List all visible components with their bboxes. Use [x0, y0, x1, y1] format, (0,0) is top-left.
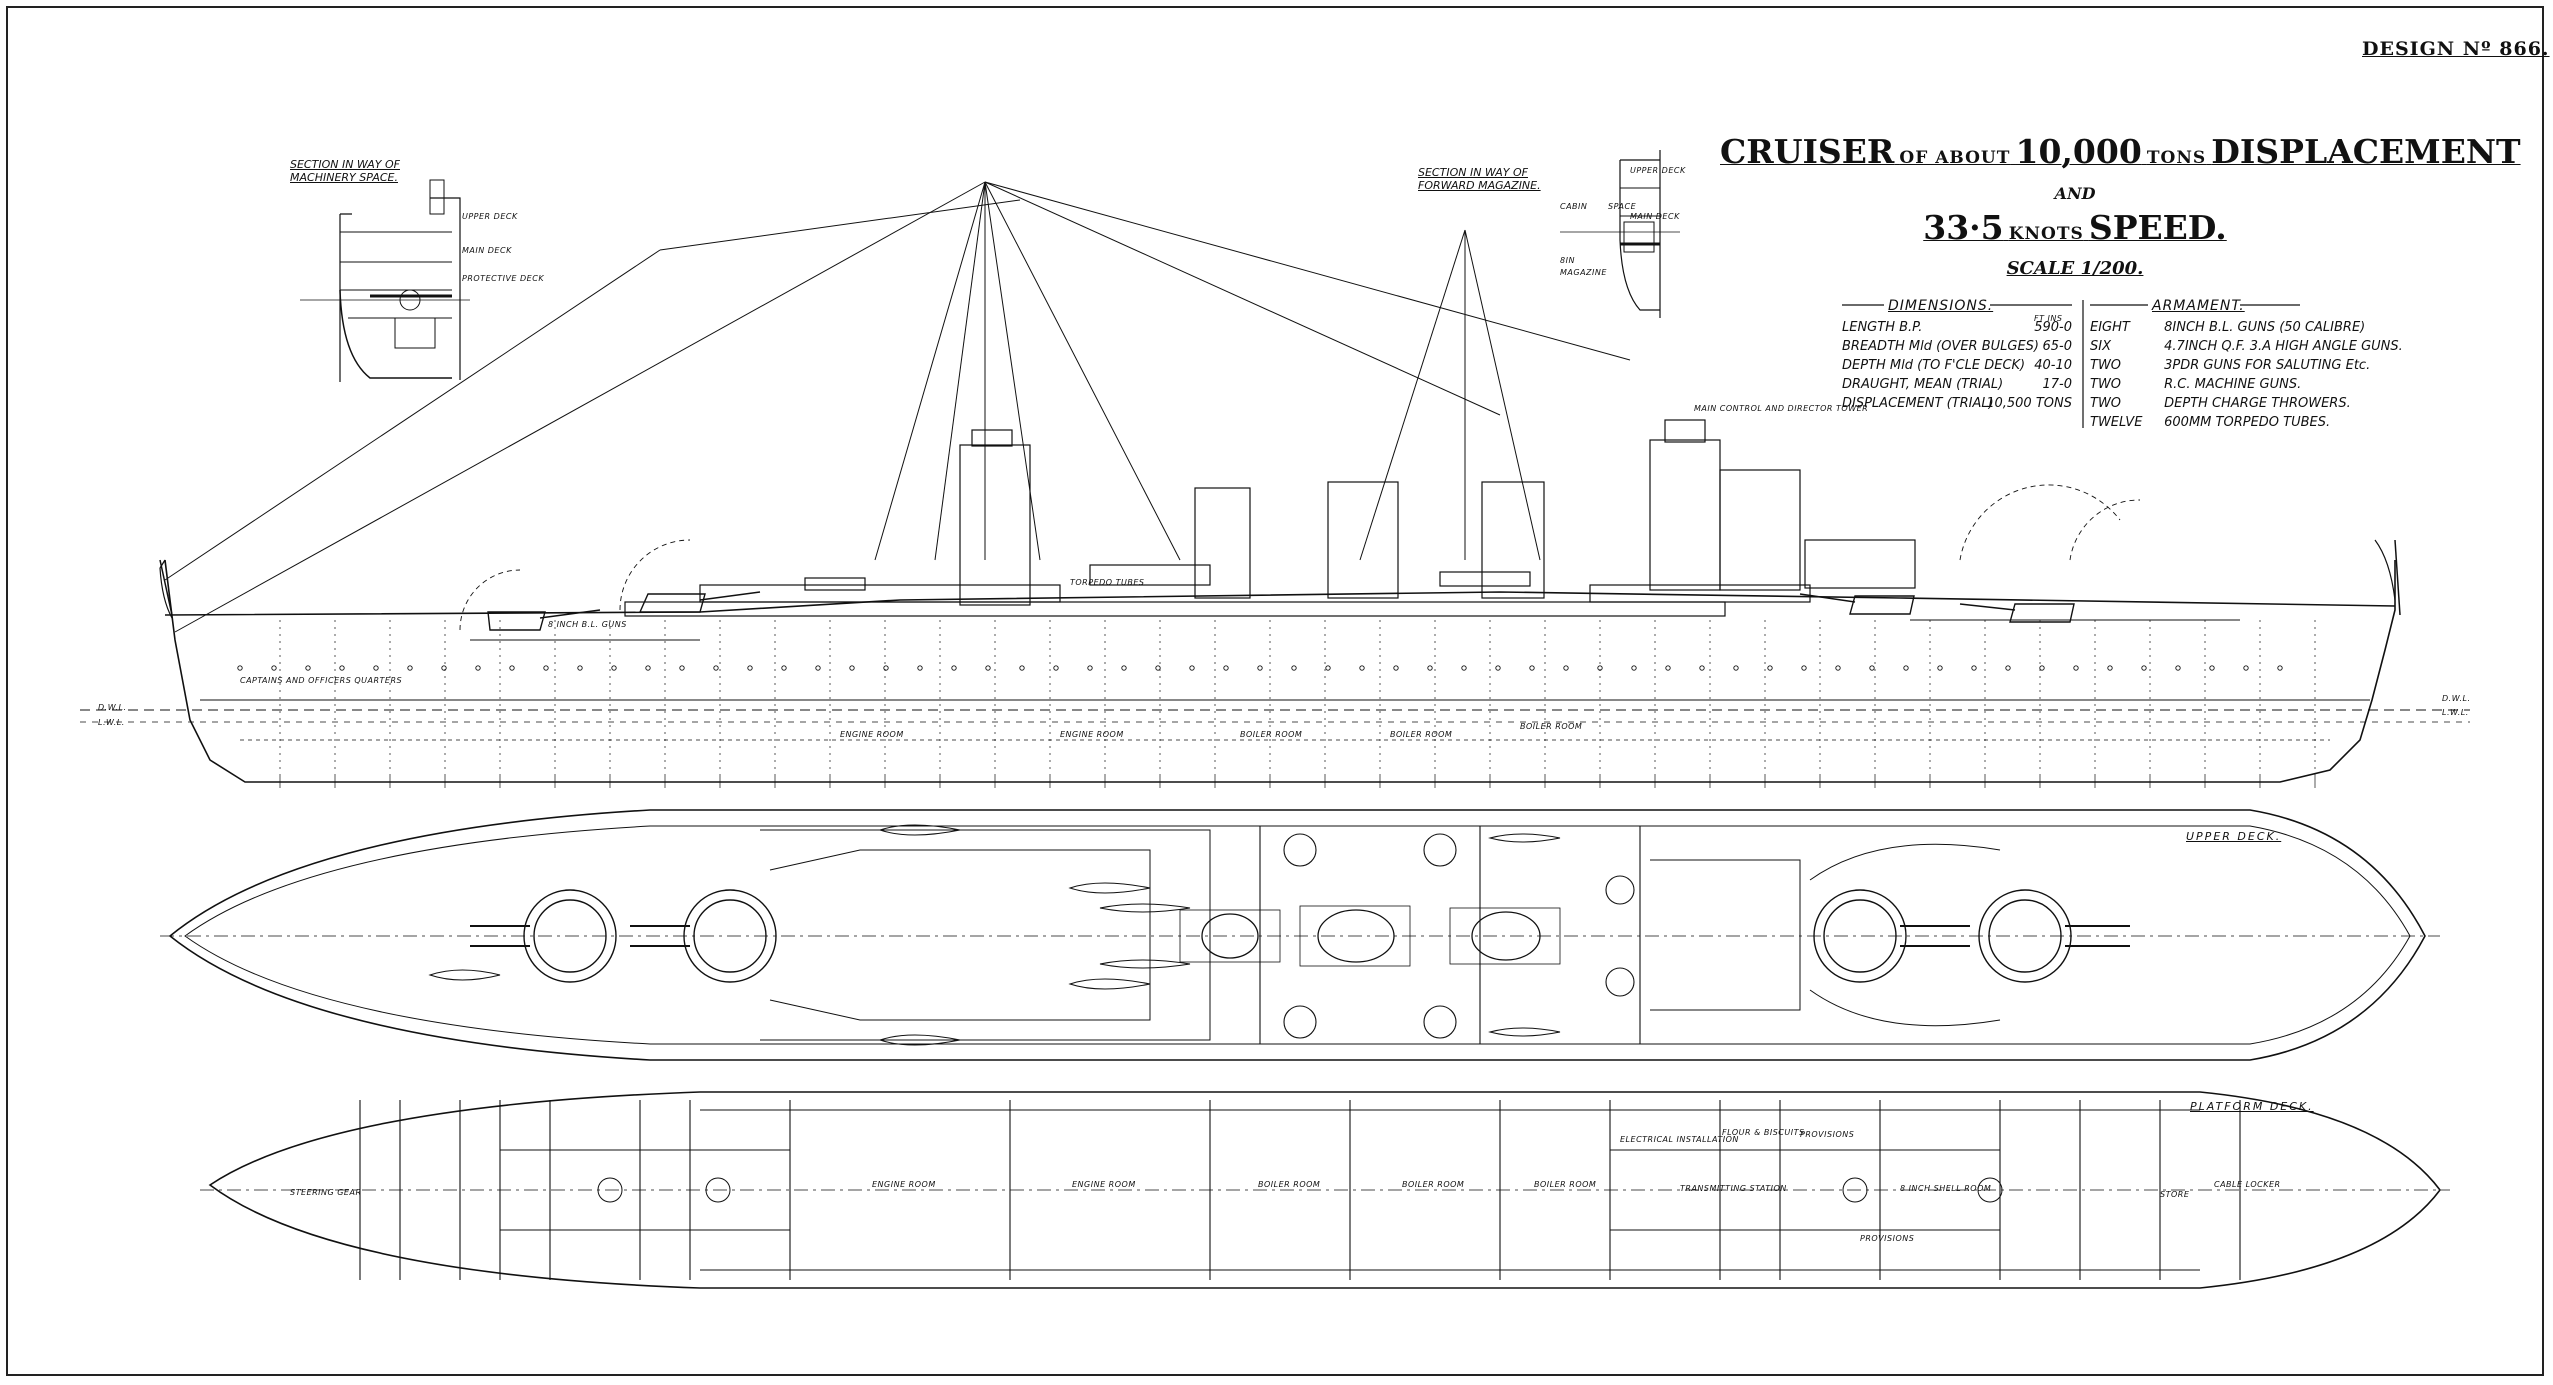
section-magazine-note-main: MAIN DECK [1630, 212, 1680, 221]
section-machinery-note-upper: UPPER DECK [462, 212, 518, 221]
drawing-border [6, 6, 2544, 1376]
title-word-cruiser: CRUISER [1720, 132, 1895, 171]
dimensions-row: DISPLACEMENT (TRIAL) 10,500 TONS [1842, 394, 2072, 413]
dimension-label: DISPLACEMENT (TRIAL) [1842, 396, 1994, 411]
dimension-value: 590-0 [2034, 320, 2072, 335]
profile-note-lwl-right: L.W.L. [2442, 708, 2469, 717]
title-and: AND [2054, 184, 2096, 203]
platform-room-flour: FLOUR & BISCUITS [1722, 1128, 1805, 1137]
title-line-1: CRUISER OF ABOUT 10,000 TONS DISPLACEMEN… [1720, 132, 2521, 171]
platform-room-provisions-2: PROVISIONS [1860, 1234, 1915, 1243]
profile-note-dwl-right: D.W.L. [2442, 694, 2471, 703]
title-word-of-about: OF ABOUT [1899, 148, 2011, 168]
armament-qty: TWO [2090, 358, 2122, 373]
armament-qty: SIX [2090, 339, 2111, 354]
section-magazine-note-space: SPACE [1608, 202, 1637, 211]
profile-note-dwl: D.W.L. [98, 703, 127, 712]
design-number: DESIGN Nº 866. [2362, 38, 2550, 60]
dimension-label: LENGTH B.P. [1842, 320, 1923, 335]
armament-qty: EIGHT [2090, 320, 2130, 335]
armament-desc: 8INCH B.L. GUNS (50 CALIBRE) [2164, 320, 2366, 335]
platform-room-store: STORE [2160, 1190, 2190, 1199]
profile-note-engine-2: ENGINE ROOM [1060, 730, 1124, 739]
platform-room-engine-1: ENGINE ROOM [872, 1180, 936, 1189]
title-word-displacement: DISPLACEMENT [2211, 132, 2521, 171]
armament-desc: 4.7INCH Q.F. 3.A HIGH ANGLE GUNS. [2164, 339, 2403, 354]
title-word-tons: TONS [2146, 148, 2207, 168]
dimension-label: DEPTH Mld (TO F'CLE DECK) [1842, 358, 2026, 373]
profile-note-guns: 8 INCH B.L. GUNS [548, 620, 627, 629]
platform-room-transmitting: TRANSMITTING STATION [1680, 1184, 1787, 1193]
title-word-speed-value: 33·5 [1923, 208, 2004, 247]
platform-room-steering: STEERING GEAR [290, 1188, 362, 1197]
armament-qty: TWELVE [2090, 415, 2143, 430]
armament-qty: TWO [2090, 377, 2122, 392]
armament-desc: DEPTH CHARGE THROWERS. [2164, 396, 2351, 411]
section-magazine-note-cabin: CABIN [1560, 202, 1588, 211]
dimension-label: BREADTH Mld (OVER BULGES) [1842, 339, 2039, 354]
title-word-knots: KNOTS [2008, 224, 2084, 244]
dimensions-unit-header: FT INS [2034, 314, 2063, 323]
profile-note-boiler-2: BOILER ROOM [1390, 730, 1453, 739]
armament-row: TWO R.C. MACHINE GUNS. [2090, 375, 2430, 394]
title-word-speed: SPEED. [2088, 208, 2227, 247]
section-machinery-title-1: SECTION IN WAY OF [290, 158, 400, 171]
platform-room-cable: CABLE LOCKER [2214, 1180, 2281, 1189]
dimension-value: 17-0 [2042, 377, 2072, 392]
section-magazine-note-magazine: MAGAZINE [1560, 268, 1607, 277]
platform-room-boiler-1: BOILER ROOM [1258, 1180, 1321, 1189]
section-magazine-note-upper: UPPER DECK [1630, 166, 1686, 175]
profile-note-engine-1: ENGINE ROOM [840, 730, 904, 739]
platform-room-boiler-2: BOILER ROOM [1402, 1180, 1465, 1189]
dimension-value: 40-10 [2034, 358, 2072, 373]
armament-qty: TWO [2090, 396, 2122, 411]
section-machinery-title-2: MACHINERY SPACE. [290, 171, 398, 184]
armament-row: SIX 4.7INCH Q.F. 3.A HIGH ANGLE GUNS. [2090, 337, 2430, 356]
platform-room-shell: 8 INCH SHELL ROOM [1900, 1184, 1992, 1193]
platform-room-boiler-3: BOILER ROOM [1534, 1180, 1597, 1189]
armament-table: EIGHT 8INCH B.L. GUNS (50 CALIBRE) SIX 4… [2090, 318, 2430, 438]
section-machinery-note-main: MAIN DECK [462, 246, 512, 255]
section-machinery-title: SECTION IN WAY OF MACHINERY SPACE. [290, 158, 400, 184]
platform-room-engine-2: ENGINE ROOM [1072, 1180, 1136, 1189]
title-word-tonnage: 10,000 [2015, 132, 2142, 171]
armament-row: TWO 3PDR GUNS FOR SALUTING Etc. [2090, 356, 2430, 375]
dimension-value: 10,500 TONS [1986, 396, 2072, 411]
dimensions-row: DEPTH Mld (TO F'CLE DECK) 40-10 [1842, 356, 2072, 375]
profile-note-director: MAIN CONTROL AND DIRECTOR TOWER [1694, 404, 1869, 413]
section-magazine-title-1: SECTION IN WAY OF [1418, 166, 1528, 179]
section-magazine-title: SECTION IN WAY OF FORWARD MAGAZINE. [1418, 166, 1541, 192]
armament-desc: R.C. MACHINE GUNS. [2164, 377, 2302, 392]
profile-note-lwl: L.W.L. [98, 718, 125, 727]
armament-desc: 600MM TORPEDO TUBES. [2164, 415, 2331, 430]
armament-heading: ARMAMENT. [2152, 298, 2245, 314]
dimensions-row: DRAUGHT, MEAN (TRIAL) 17-0 [1842, 375, 2072, 394]
section-magazine-title-2: FORWARD MAGAZINE. [1418, 179, 1541, 192]
dimensions-heading: DIMENSIONS. [1888, 298, 1994, 314]
profile-note-boiler-3: BOILER ROOM [1520, 722, 1583, 731]
section-machinery-note-protective: PROTECTIVE DECK [462, 274, 545, 283]
armament-row: TWO DEPTH CHARGE THROWERS. [2090, 394, 2430, 413]
title-line-2: 33·5 KNOTS SPEED. [1720, 208, 2430, 247]
title-scale: SCALE 1/200. [2006, 258, 2144, 279]
upper-deck-label: UPPER DECK. [2186, 830, 2282, 843]
dimensions-row: LENGTH B.P. 590-0 [1842, 318, 2072, 337]
dimensions-table: LENGTH B.P. 590-0 BREADTH Mld (OVER BULG… [1842, 318, 2072, 418]
profile-note-boiler-1: BOILER ROOM [1240, 730, 1303, 739]
armament-row: EIGHT 8INCH B.L. GUNS (50 CALIBRE) [2090, 318, 2430, 337]
platform-room-provisions: PROVISIONS [1800, 1130, 1855, 1139]
dimensions-row: BREADTH Mld (OVER BULGES) 65-0 [1842, 337, 2072, 356]
dimension-label: DRAUGHT, MEAN (TRIAL) [1842, 377, 2004, 392]
platform-deck-label: PLATFORM DECK. [2190, 1100, 2314, 1113]
armament-row: TWELVE 600MM TORPEDO TUBES. [2090, 413, 2430, 432]
dimension-value: 65-0 [2042, 339, 2072, 354]
profile-note-quarters: CAPTAINS AND OFFICERS QUARTERS [240, 676, 403, 685]
section-magazine-note-8in: 8IN [1560, 256, 1575, 265]
profile-note-torpedo: TORPEDO TUBES [1070, 578, 1145, 587]
armament-desc: 3PDR GUNS FOR SALUTING Etc. [2164, 358, 2371, 373]
